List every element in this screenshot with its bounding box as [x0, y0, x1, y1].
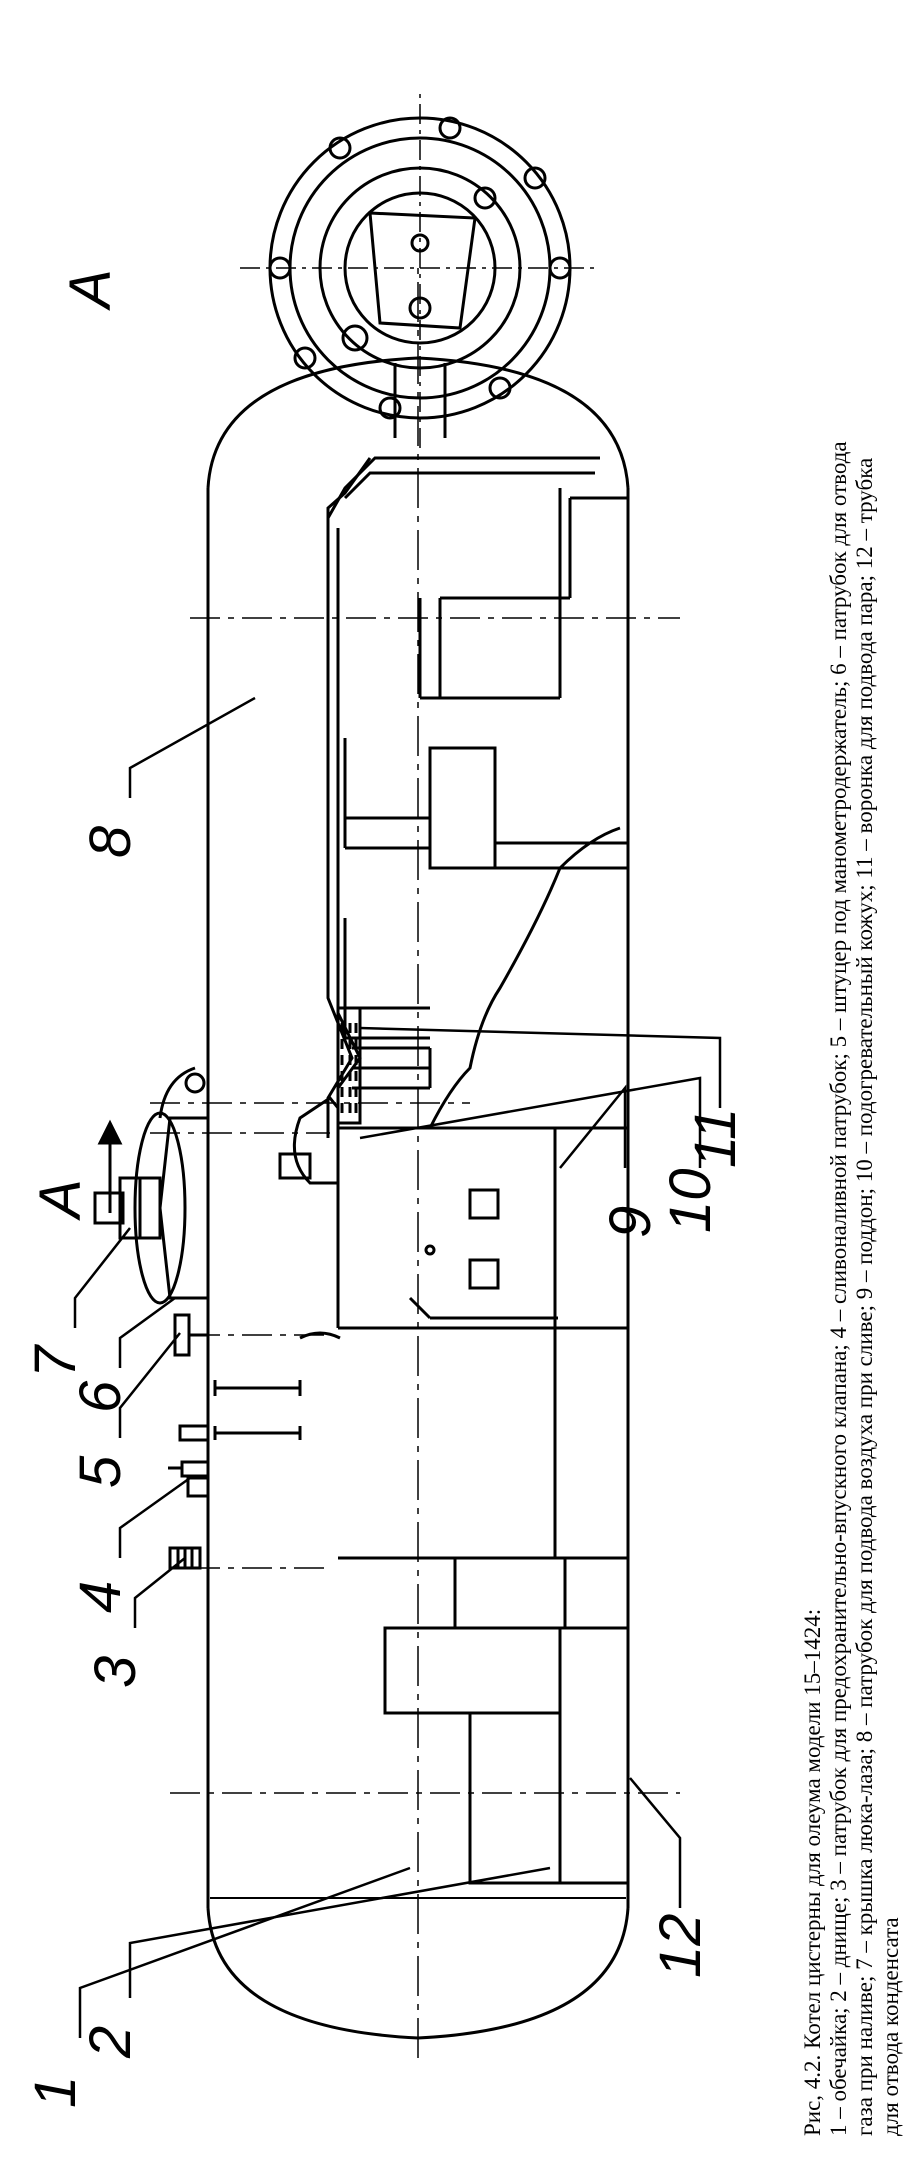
callout-2: 2 — [78, 2026, 143, 2059]
figure-caption: Рис, 4.2. Котел цистерны для олеума моде… — [800, 1608, 825, 2136]
callout-3: 3 — [83, 1656, 148, 1688]
callout-7: 7 — [23, 1343, 88, 1378]
top-fittings — [168, 1313, 341, 1570]
tray — [336, 1006, 362, 1125]
view-a-label: А — [58, 269, 123, 311]
section-arrow — [97, 1119, 123, 1213]
manhole — [93, 1066, 208, 1305]
callout-9: 9 — [598, 1206, 663, 1238]
callout-6: 6 — [68, 1380, 133, 1413]
tank-boiler-drawing: 1 2 3 4 5 6 7 8 9 10 11 12 А А — [23, 88, 748, 2108]
steam-funnel — [278, 1095, 340, 1185]
legend-line-3: для отвода конденсата — [878, 1917, 903, 2136]
view-a-end-view — [240, 88, 600, 448]
callout-10: 10 — [658, 1168, 723, 1233]
callout-11: 11 — [683, 1108, 748, 1168]
callout-4: 4 — [68, 1581, 133, 1613]
sump-panel — [408, 1188, 558, 1320]
callout-12: 12 — [648, 1913, 713, 1978]
legend-line-2: газа при наливе; 7 – крышка люка-лаза; 8… — [852, 457, 877, 2136]
leader-lines — [73, 696, 722, 2038]
callout-5: 5 — [68, 1455, 133, 1488]
callout-1: 1 — [23, 2076, 88, 2108]
legend-line-1: 1 – обечайка; 2 – днище; 3 – патрубок дл… — [826, 441, 851, 2136]
callout-8: 8 — [78, 826, 143, 858]
heating-jacket — [326, 456, 628, 1138]
section-arrow-label: А — [28, 1179, 93, 1221]
left-heating-box — [383, 1556, 630, 1885]
